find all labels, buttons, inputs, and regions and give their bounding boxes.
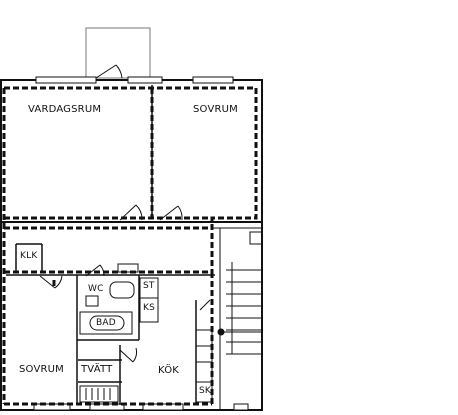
interior-walls: [6, 85, 215, 405]
stairwell: [217, 227, 263, 411]
room-label-bad: BAD: [96, 318, 116, 328]
room-label-klk: KLK: [20, 251, 38, 261]
room-label-tvatt: TVÄTT: [81, 364, 113, 375]
apartment-boundary: [2, 86, 258, 406]
windows: [33, 76, 249, 411]
kitchen-units: [195, 329, 213, 403]
laundry-appliances: [79, 385, 119, 403]
room-label-sk: SK: [199, 386, 212, 396]
room-label-sovrum-bottom: SOVRUM: [19, 364, 64, 375]
room-label-sovrum-top: SOVRUM: [193, 104, 238, 115]
balcony: [85, 27, 151, 79]
room-label-st: ST: [143, 281, 155, 291]
room-label-wc: WC: [88, 284, 104, 294]
doors: [39, 64, 211, 363]
room-label-ks: KS: [143, 303, 156, 313]
hallway-structure: [117, 227, 263, 273]
room-label-kok: KÖK: [158, 365, 180, 376]
room-label-vardagsrum: VARDAGSRUM: [28, 104, 102, 115]
bathroom-fixtures: [79, 277, 159, 335]
